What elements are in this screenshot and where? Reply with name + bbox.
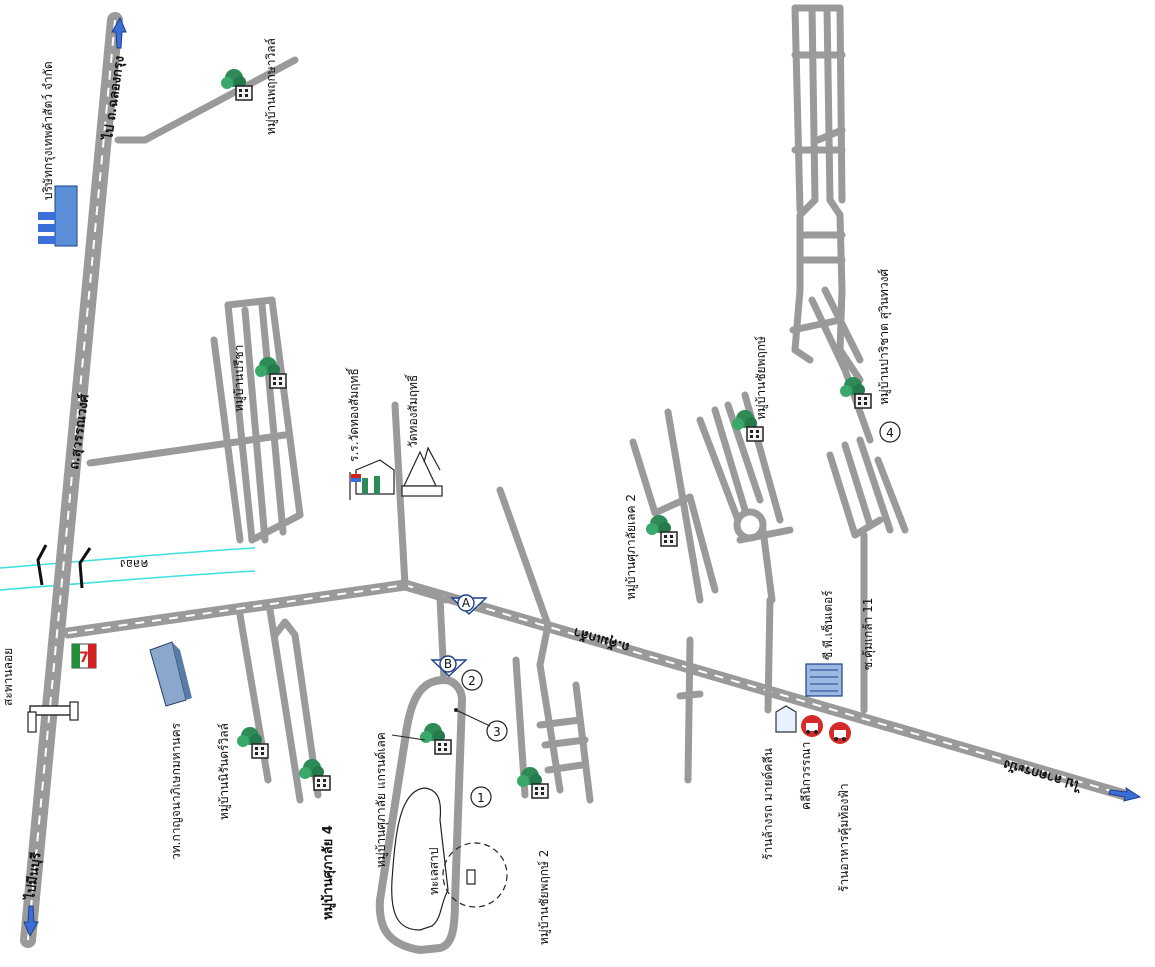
- road-number-label: ถ.คุ้มเกล้า: [572, 624, 632, 655]
- marker-3-label: 3: [493, 725, 501, 739]
- village-chaiyapruek-2-label: หมู่บ้านชัยพฤกษ์ 2: [537, 850, 552, 945]
- main-highway: [20, 12, 123, 948]
- secondary-roads: [86, 4, 909, 954]
- convenience-store-icon: 7: [71, 643, 97, 669]
- office-building-icon: [149, 641, 192, 707]
- bank-building-icon: [805, 663, 843, 697]
- wat-label: วัดทองสัมฤทธิ์: [404, 373, 420, 448]
- to-east-label: ไป ลาดกระบัง: [1001, 756, 1084, 795]
- temple-icon: [401, 446, 443, 497]
- bridge-marks: [36, 544, 92, 589]
- direction-arrow-icon: [23, 16, 1142, 938]
- village-4-label: หมู่บ้านศุภาลัย 4: [320, 825, 336, 920]
- shop-icon: [775, 705, 797, 733]
- village-kuhakarn-2-label: หมู่บ้านศุภาลัยเลค 2: [624, 494, 639, 600]
- company-label: บริษัทกรุงเทพค้าสัตว์ จำกัด: [41, 61, 56, 200]
- restaurant-label: ร้านอาหารคุ้มท้องฟ้า: [837, 783, 852, 892]
- marker-1-label: 1: [477, 791, 485, 805]
- village-pha-label: หมู่บ้านปรีชา: [232, 345, 247, 412]
- soi-label: ซ.คุ้มเกล้า 11: [861, 598, 876, 670]
- bank-label: ซี.พี.เซ็นเตอร์: [820, 590, 835, 660]
- canal: [0, 547, 256, 591]
- restaurant-icon: [829, 722, 851, 744]
- svg-text:7: 7: [79, 650, 89, 666]
- place-labels: บริษัทกรุงเทพค้าสัตว์ จำกัด หมู่บ้านพฤกษ…: [1, 38, 892, 945]
- village-chaiyapruek-label: หมู่บ้านชัยพฤกษ์: [754, 336, 769, 420]
- wat-school-label: ร.ร.วัดทองสัมฤทธิ์: [345, 367, 361, 462]
- factory-icon: [38, 185, 78, 247]
- lake: [391, 787, 508, 931]
- canal-label: คลอง: [120, 557, 148, 571]
- marker-4-label: 4: [886, 426, 894, 440]
- lake-label: ทะเลสาป: [427, 848, 441, 896]
- marker-2-label: 2: [468, 674, 476, 688]
- marker-b: B: [430, 655, 468, 677]
- footbridge-icon: [27, 701, 79, 733]
- clinic-label: คลีนิกวรรณา: [799, 742, 813, 810]
- overpass-label: สะพานลอย: [1, 648, 15, 706]
- village-nom-lao-label: หมู่บ้านนิรันดร์วิลล์: [217, 723, 232, 820]
- village-lake-label: หมู่บ้านศุภาลัย แกรนด์เลค: [374, 732, 389, 868]
- village-sukhumvit-label: หมู่บ้านปาริชาต สุวินทวงศ์: [877, 269, 892, 405]
- marker-a-label: A: [462, 596, 471, 610]
- school-flag-icon: [349, 459, 395, 500]
- marker-a: A: [450, 594, 488, 615]
- car-wash-label: ร้านล้างรถ มายด์คลีน: [761, 748, 775, 860]
- village-top-label: หมู่บ้านพฤกษาวิลล์: [264, 38, 279, 135]
- number-markers: 2 3 1 4: [391, 421, 901, 808]
- tire-shop-icon: [801, 715, 823, 737]
- to-minburi-label: ไปมีนบุรี: [21, 851, 45, 902]
- company-nakhon-label: วท.กาญจนาภิเษกมหานคร: [169, 722, 183, 860]
- marker-b-label: B: [444, 657, 452, 671]
